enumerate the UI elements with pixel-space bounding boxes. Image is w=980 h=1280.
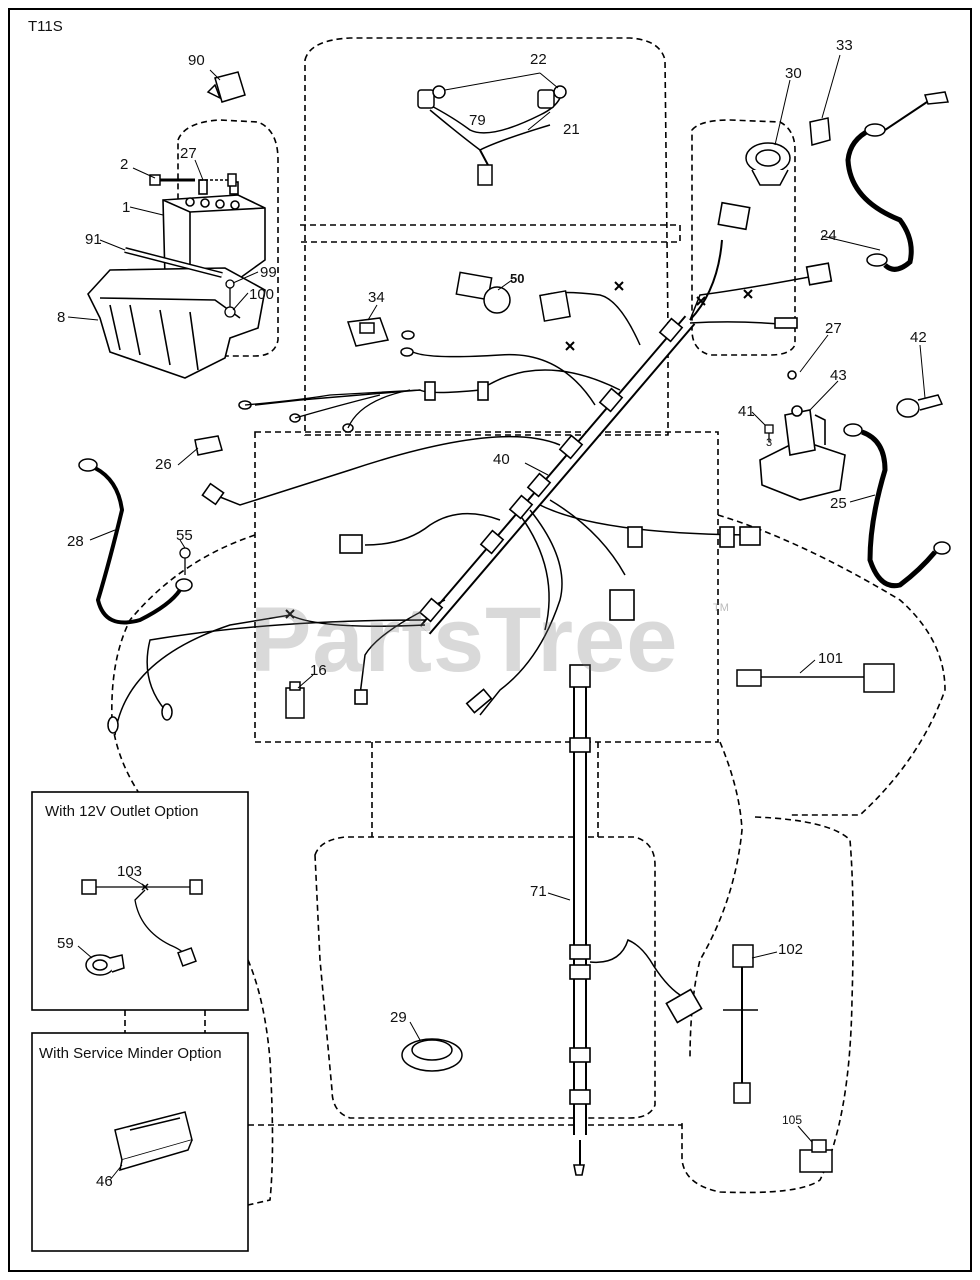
callout-55: 55	[176, 527, 193, 544]
battery-tray	[87, 267, 266, 379]
callout-101: 101	[818, 650, 844, 667]
headlight-harness	[417, 85, 567, 186]
callout-102: 102	[778, 941, 804, 958]
callout-105: 105	[782, 1113, 803, 1127]
splice-marks	[285, 281, 753, 619]
callout-27-battery: 27	[180, 145, 197, 162]
solenoid-43	[759, 370, 846, 501]
watermark: PartsTree	[250, 589, 679, 691]
outlet-harness-103	[81, 879, 203, 967]
page-frame	[8, 8, 972, 1272]
service-minder-46	[114, 1111, 193, 1172]
callout-41: 41	[738, 403, 755, 420]
callout-59: 59	[57, 935, 74, 952]
callout-71: 71	[530, 883, 547, 900]
sheet-id: T11S	[28, 18, 63, 35]
part-105	[799, 1139, 833, 1173]
inset-12v-outlet-box	[31, 791, 249, 1011]
callout-43: 43	[830, 367, 847, 384]
leader-lines	[67, 54, 926, 1181]
callout-1: 1	[122, 199, 131, 216]
callout-79: 79	[469, 112, 486, 129]
callout-30: 30	[785, 65, 802, 82]
callout-90: 90	[188, 52, 205, 69]
rear-harness-71	[569, 664, 703, 1176]
callout-103: 103	[117, 863, 143, 880]
callout-24: 24	[820, 227, 837, 244]
callout-91: 91	[85, 231, 102, 248]
battery	[162, 179, 266, 279]
callout-99: 99	[260, 264, 277, 281]
callout-50: 50	[510, 271, 525, 286]
part-102	[723, 944, 758, 1104]
callout-22: 22	[530, 51, 547, 68]
part-42	[896, 394, 944, 418]
part-29	[401, 1038, 463, 1072]
callout-28: 28	[67, 533, 84, 550]
callout-27-solenoid: 27	[825, 320, 842, 337]
callout-33: 33	[836, 37, 853, 54]
callout-34: 34	[368, 289, 385, 306]
callout-29: 29	[390, 1009, 407, 1026]
rocker-switch-34	[346, 317, 390, 347]
part-16	[285, 681, 305, 719]
part-90	[206, 71, 246, 103]
callout-42: 42	[910, 329, 927, 346]
harness-clamps	[201, 201, 833, 714]
callout-3: 3	[766, 437, 773, 449]
callout-40: 40	[493, 451, 510, 468]
callout-8: 8	[57, 309, 66, 326]
ignition-switch	[745, 142, 791, 186]
watermark-trademark: TM	[713, 602, 729, 614]
pto-switch	[455, 271, 571, 322]
cable-24	[845, 91, 949, 272]
callout-25: 25	[830, 495, 847, 512]
cable-28	[78, 458, 193, 625]
main-harness	[114, 239, 821, 736]
callout-100: 100	[249, 286, 275, 303]
battery-bolt	[149, 173, 237, 187]
callout-46: 46	[96, 1173, 113, 1190]
power-outlet-59	[85, 954, 125, 976]
callout-26: 26	[155, 456, 172, 473]
callout-2: 2	[120, 156, 129, 173]
callout-21: 21	[563, 121, 580, 138]
callout-16: 16	[310, 662, 327, 679]
inset-title-12v-outlet: With 12V Outlet Option	[45, 803, 199, 820]
inset-title-service-minder: With Service Minder Option	[39, 1045, 222, 1062]
cable-25	[843, 423, 951, 589]
part-101	[736, 663, 895, 693]
